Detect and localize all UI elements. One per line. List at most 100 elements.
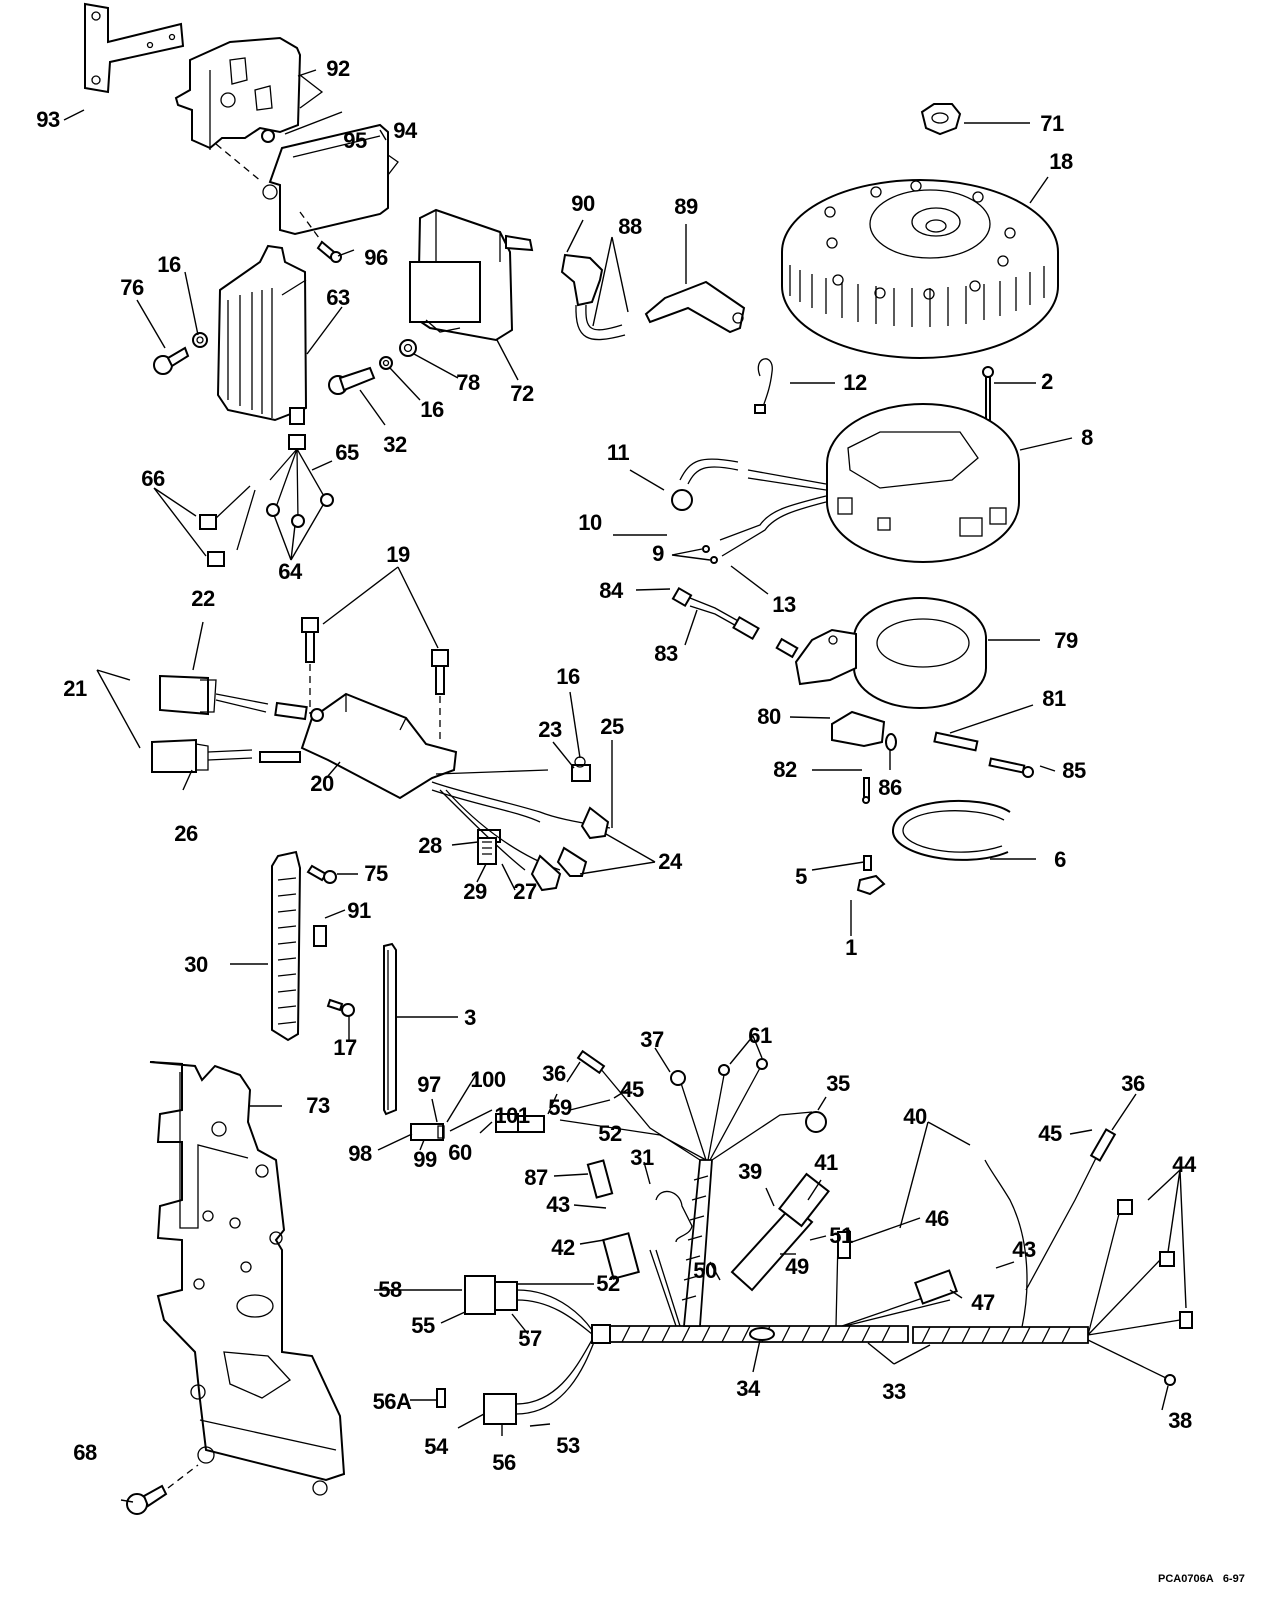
callout-35: 35	[826, 1071, 850, 1096]
callout-88: 88	[618, 214, 642, 239]
sensor-83[interactable]	[671, 586, 799, 659]
callout-99: 99	[413, 1147, 437, 1172]
connector-42[interactable]	[602, 1232, 640, 1280]
callout-16-top: 16	[157, 252, 181, 277]
drawing-code: PCA0706A	[1158, 1573, 1214, 1585]
callout-73: 73	[306, 1093, 330, 1118]
stator-8[interactable]	[826, 403, 1020, 563]
callout-45-right: 45	[1038, 1121, 1062, 1146]
callout-39: 39	[738, 1159, 762, 1184]
boot-89[interactable]	[644, 280, 746, 334]
screw-75[interactable]	[306, 864, 337, 884]
callout-1: 1	[845, 935, 857, 960]
callout-98: 98	[348, 1141, 372, 1166]
terminal-board-30[interactable]	[271, 850, 302, 1042]
screw-2[interactable]	[982, 366, 994, 421]
callout-90: 90	[571, 191, 595, 216]
bolt-19-right[interactable]	[431, 649, 449, 695]
screw-5[interactable]	[863, 855, 872, 871]
callout-6: 6	[1054, 847, 1066, 872]
bolt-32[interactable]	[328, 366, 376, 395]
washer-16-top[interactable]	[192, 332, 208, 348]
connector-54-56[interactable]	[483, 1339, 595, 1425]
callout-29: 29	[463, 879, 487, 904]
spring-81[interactable]	[933, 731, 979, 752]
stator-leads[interactable]	[671, 458, 827, 564]
connector-97-101[interactable]	[410, 1123, 445, 1141]
callout-87: 87	[524, 1165, 548, 1190]
screw-95[interactable]	[261, 129, 275, 143]
callout-26: 26	[174, 821, 198, 846]
callout-97: 97	[417, 1072, 441, 1097]
screw-85[interactable]	[988, 757, 1034, 778]
callout-44: 44	[1172, 1152, 1196, 1177]
jumper-91[interactable]	[313, 925, 327, 947]
screw-96[interactable]	[316, 240, 342, 263]
callout-92: 92	[326, 56, 350, 81]
bracket-80[interactable]	[831, 710, 886, 748]
strip-3[interactable]	[383, 942, 397, 1116]
callout-93: 93	[36, 107, 60, 132]
connector-26[interactable]	[151, 738, 301, 773]
screw-17[interactable]	[326, 998, 355, 1017]
callout-16-pack: 16	[556, 664, 580, 689]
washer-16-mid[interactable]	[379, 356, 393, 370]
callout-52-lower: 52	[596, 1271, 620, 1296]
connector-27-29[interactable]	[477, 837, 497, 865]
callout-37: 37	[640, 1027, 664, 1052]
retaining-ring-6[interactable]	[891, 799, 1011, 861]
tie-strap-12[interactable]	[754, 358, 773, 414]
ignition-module-94[interactable]	[262, 123, 399, 236]
mounting-plate-73[interactable]	[149, 1061, 346, 1496]
washer-78[interactable]	[399, 339, 417, 357]
callout-31: 31	[630, 1145, 654, 1170]
callout-60: 60	[448, 1140, 472, 1165]
callout-82: 82	[773, 757, 797, 782]
flywheel-nut-71[interactable]	[920, 103, 962, 136]
callout-22: 22	[191, 586, 215, 611]
washer-86[interactable]	[885, 733, 897, 751]
bolt-19-left[interactable]	[301, 617, 319, 663]
callout-25: 25	[600, 714, 624, 739]
connector-87[interactable]	[586, 1159, 614, 1199]
leads-24[interactable]	[431, 781, 611, 892]
rectifier-63[interactable]	[216, 244, 308, 425]
module-holder-92[interactable]	[174, 36, 324, 150]
callout-28: 28	[418, 833, 442, 858]
screw-82[interactable]	[862, 777, 870, 804]
callout-56A: 56A	[372, 1389, 412, 1414]
screw-68[interactable]	[126, 1484, 168, 1515]
callout-58: 58	[378, 1277, 402, 1302]
callout-19: 19	[386, 542, 410, 567]
callout-38: 38	[1168, 1408, 1192, 1433]
timer-base-79[interactable]	[794, 597, 987, 709]
bracket-93[interactable]	[84, 2, 185, 94]
ground-lead-23[interactable]	[435, 756, 591, 782]
drawing-reference: PCA0706A 6-97	[1158, 1573, 1245, 1585]
seal-56A[interactable]	[436, 1388, 446, 1408]
leader-lines	[63, 69, 1187, 1503]
callout-36-left: 36	[542, 1061, 566, 1086]
callout-76: 76	[120, 275, 144, 300]
connector-22[interactable]	[159, 674, 308, 721]
screw-76[interactable]	[153, 346, 190, 375]
wiring-harness-33[interactable]	[495, 1049, 1193, 1386]
callout-2: 2	[1041, 369, 1053, 394]
flywheel-18[interactable]	[781, 179, 1059, 359]
callout-24: 24	[658, 849, 682, 874]
callout-56: 56	[492, 1450, 516, 1475]
harness-65[interactable]	[199, 434, 334, 567]
callout-36-right: 36	[1121, 1071, 1145, 1096]
clip-31[interactable]	[655, 1190, 693, 1243]
boot-90[interactable]	[560, 253, 626, 341]
ignition-coil-72[interactable]	[409, 208, 534, 342]
callout-41: 41	[814, 1150, 838, 1175]
connector-55-58[interactable]	[464, 1275, 593, 1335]
callout-47: 47	[971, 1290, 995, 1315]
callout-68: 68	[73, 1440, 97, 1465]
power-pack-20[interactable]	[300, 692, 458, 800]
clip-1[interactable]	[856, 874, 886, 896]
callout-101: 101	[494, 1103, 530, 1128]
callout-42: 42	[551, 1235, 575, 1260]
